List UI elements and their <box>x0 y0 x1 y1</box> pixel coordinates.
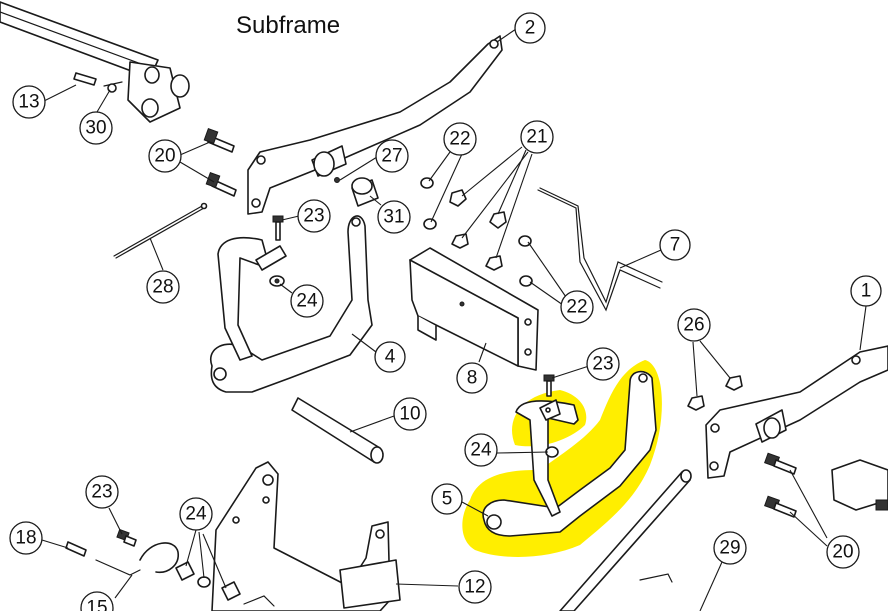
bolt-20-far-right <box>875 499 888 511</box>
svg-text:12: 12 <box>464 577 485 598</box>
svg-text:23: 23 <box>303 206 324 227</box>
pin-18 <box>65 541 87 557</box>
callout-31: 31 <box>377 200 411 234</box>
diagram-title: Subframe <box>236 12 341 39</box>
svg-text:2: 2 <box>525 18 536 39</box>
callout-5: 5 <box>431 483 463 515</box>
bolt-20-upper <box>203 128 235 153</box>
bolt-20-right-lower <box>764 495 797 518</box>
callout-7: 7 <box>659 229 691 261</box>
callout-10: 10 <box>393 397 427 431</box>
svg-text:7: 7 <box>670 235 681 256</box>
nut-22-group-b <box>518 235 533 287</box>
spring-15 <box>95 542 179 576</box>
svg-text:24: 24 <box>296 291 318 312</box>
callout-21: 21 <box>520 120 554 154</box>
svg-text:22: 22 <box>566 297 587 318</box>
bolt-20-right-upper <box>764 452 797 475</box>
nut-24-lower <box>175 561 275 607</box>
nut-22-group-a <box>420 177 437 230</box>
leader-lines <box>41 28 867 611</box>
svg-text:10: 10 <box>399 404 420 425</box>
svg-text:29: 29 <box>719 538 740 559</box>
clip-30 <box>103 81 123 93</box>
svg-text:13: 13 <box>18 92 39 113</box>
bolt-20-lower <box>205 172 237 197</box>
callout-23-upper: 23 <box>297 199 331 233</box>
svg-text:23: 23 <box>592 354 613 375</box>
callout-27: 27 <box>375 139 409 173</box>
callout-15: 15 <box>80 591 114 611</box>
callout-22-upper: 22 <box>443 122 477 156</box>
tube-10 <box>291 397 384 464</box>
callout-8: 8 <box>456 362 488 394</box>
shaft-29 <box>559 469 692 611</box>
pin-13 <box>73 72 97 86</box>
svg-text:22: 22 <box>449 129 470 150</box>
svg-text:24: 24 <box>185 504 207 525</box>
part-1-bracket <box>705 345 888 511</box>
shaft-top-left <box>0 1 190 123</box>
part-2-bracket <box>247 35 503 215</box>
nut-24-upper <box>269 275 285 287</box>
svg-text:20: 20 <box>154 146 175 167</box>
svg-text:21: 21 <box>526 127 547 148</box>
part-8-bracket <box>409 247 539 371</box>
callout-12: 12 <box>458 570 492 604</box>
svg-text:20: 20 <box>832 542 853 563</box>
svg-text:31: 31 <box>383 207 404 228</box>
svg-text:23: 23 <box>91 482 112 503</box>
svg-text:27: 27 <box>381 146 402 167</box>
callout-2: 2 <box>514 12 546 44</box>
bolt-23-upper <box>272 215 284 241</box>
callout-23-lower: 23 <box>85 475 119 509</box>
svg-text:28: 28 <box>152 277 173 298</box>
bolt-23-lower <box>116 528 137 547</box>
callout-30: 30 <box>79 111 113 145</box>
callout-24-mid: 24 <box>464 433 498 467</box>
svg-text:18: 18 <box>15 528 36 549</box>
callout-24-lower: 24 <box>179 497 213 531</box>
callout-29: 29 <box>713 531 747 565</box>
svg-text:5: 5 <box>442 489 453 510</box>
bolt-23-mid <box>543 374 555 397</box>
part-5-frame <box>482 370 657 537</box>
svg-text:8: 8 <box>467 368 478 389</box>
svg-text:4: 4 <box>385 347 396 368</box>
callout-1: 1 <box>850 275 882 307</box>
part-12-frame <box>211 461 401 611</box>
callout-28: 28 <box>146 270 180 304</box>
nut-26-group <box>687 375 743 411</box>
callout-20-lower-right: 20 <box>826 535 860 569</box>
callout-18: 18 <box>9 521 43 555</box>
callout-20-upper-left: 20 <box>148 139 182 173</box>
svg-text:30: 30 <box>85 118 106 139</box>
nut-21-group <box>449 189 507 271</box>
callout-23-mid: 23 <box>586 347 620 381</box>
part-27 <box>334 177 340 183</box>
callout-26: 26 <box>677 308 711 342</box>
bushing-31 <box>351 177 379 207</box>
callout-24-upper: 24 <box>290 284 324 318</box>
svg-text:24: 24 <box>470 440 492 461</box>
svg-text:1: 1 <box>861 281 872 302</box>
svg-text:26: 26 <box>683 315 704 336</box>
callout-4: 4 <box>374 341 406 373</box>
rod-7 <box>537 187 663 312</box>
cable-28 <box>113 202 208 259</box>
callout-22-right: 22 <box>560 290 594 324</box>
callout-13: 13 <box>12 85 46 119</box>
svg-text:15: 15 <box>86 598 107 611</box>
part-4-frame <box>209 215 373 393</box>
